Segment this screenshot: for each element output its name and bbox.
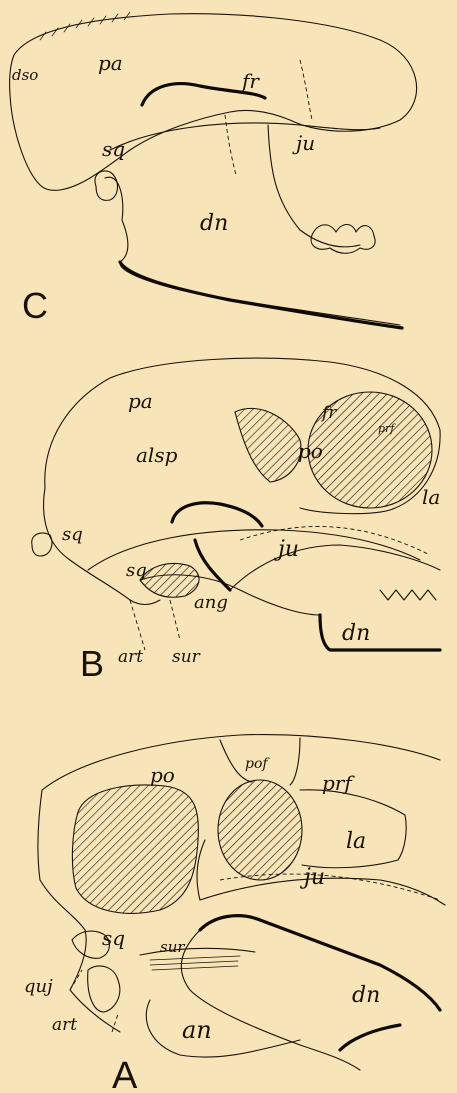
panel-c-label-sq: sq: [102, 137, 125, 161]
panel-c-teeth: [311, 225, 375, 254]
panel-a-dentary-margin: [200, 916, 440, 1010]
panel-c-label-pa: pa: [98, 51, 123, 75]
panel-a-letter: A: [112, 1055, 138, 1093]
panel-c-label-dn: dn: [200, 211, 228, 236]
panel-b-label-sq-1: sq: [62, 524, 83, 545]
panel-a-label-sur: sur: [160, 938, 185, 956]
panel-c-letter: C: [22, 285, 48, 326]
panel-a-hatch-lines: [150, 956, 240, 970]
panel-b: pa fr prf po alsp la sq sq ju ang dn art…: [32, 358, 441, 684]
panel-a-label-ju: ju: [299, 865, 325, 890]
panel-c-skull-outline: [10, 14, 417, 191]
panel-a-label-prf: prf: [322, 771, 355, 795]
panel-c: dso pa fr sq ju dn C: [10, 12, 417, 328]
panel-c-hatch-lines: [40, 12, 130, 40]
panel-b-label-dn: dn: [342, 621, 370, 646]
panel-c-condyle: [95, 171, 118, 200]
panel-b-alisphenoid-hatch: [140, 564, 199, 598]
panel-b-letter: B: [80, 643, 104, 684]
panel-c-arch: [110, 123, 380, 150]
panel-a-label-sq: sq: [102, 926, 125, 950]
panel-b-teeth: [380, 590, 436, 600]
panel-b-label-sur: sur: [172, 647, 201, 667]
panel-b-label-fr: fr: [320, 403, 337, 423]
panel-a-angular: [146, 1000, 300, 1057]
panel-c-label-ju: ju: [292, 131, 315, 155]
panel-a-articular: [88, 966, 120, 1012]
panel-c-label-fr: fr: [240, 69, 260, 93]
panel-a-orbit: [218, 780, 302, 880]
panel-a-jaw-base: [340, 1025, 400, 1050]
panel-b-label-la: la: [422, 485, 440, 509]
panel-a-dentary: [181, 930, 360, 1070]
panel-b-label-prf: prf: [378, 422, 396, 435]
panel-a-label-art: art: [52, 1015, 77, 1035]
panel-b-condyle: [32, 533, 52, 556]
panel-b-occiput: [44, 488, 160, 605]
panel-b-suture-2: [240, 526, 430, 555]
panel-b-squamosal-hatch: [235, 408, 301, 482]
panel-b-dentary: [230, 545, 440, 590]
panel-a: pof po prf la ju sq quj sur art an dn A: [24, 735, 445, 1093]
panel-a-label-an: an: [182, 1016, 212, 1044]
panel-b-label-ang: ang: [194, 592, 228, 613]
panel-c-label-dso: dso: [12, 66, 38, 84]
panel-b-suture: [130, 600, 180, 650]
panel-a-label-dn: dn: [352, 983, 380, 1008]
panel-c-suture-2: [300, 60, 312, 120]
panel-a-temporal-opening: [72, 785, 198, 913]
panel-b-label-alsp: alsp: [136, 443, 178, 467]
panel-a-skull-outline: [42, 735, 440, 790]
panel-a-label-pof: pof: [245, 756, 270, 772]
panel-b-label-po: po: [298, 439, 323, 463]
panel-b-label-art: art: [118, 647, 143, 667]
panel-a-surangular: [140, 948, 255, 955]
panel-a-label-quj: quj: [24, 976, 53, 997]
panel-a-label-po: po: [150, 763, 175, 787]
panel-a-label-la: la: [346, 829, 366, 854]
panel-b-label-sq-2: sq: [126, 560, 147, 581]
panel-a-label-leaders: [70, 970, 118, 1032]
panel-b-temporal-opening: [172, 503, 262, 526]
panel-b-label-pa: pa: [128, 389, 153, 413]
panel-c-jaw-margin: [120, 262, 402, 328]
